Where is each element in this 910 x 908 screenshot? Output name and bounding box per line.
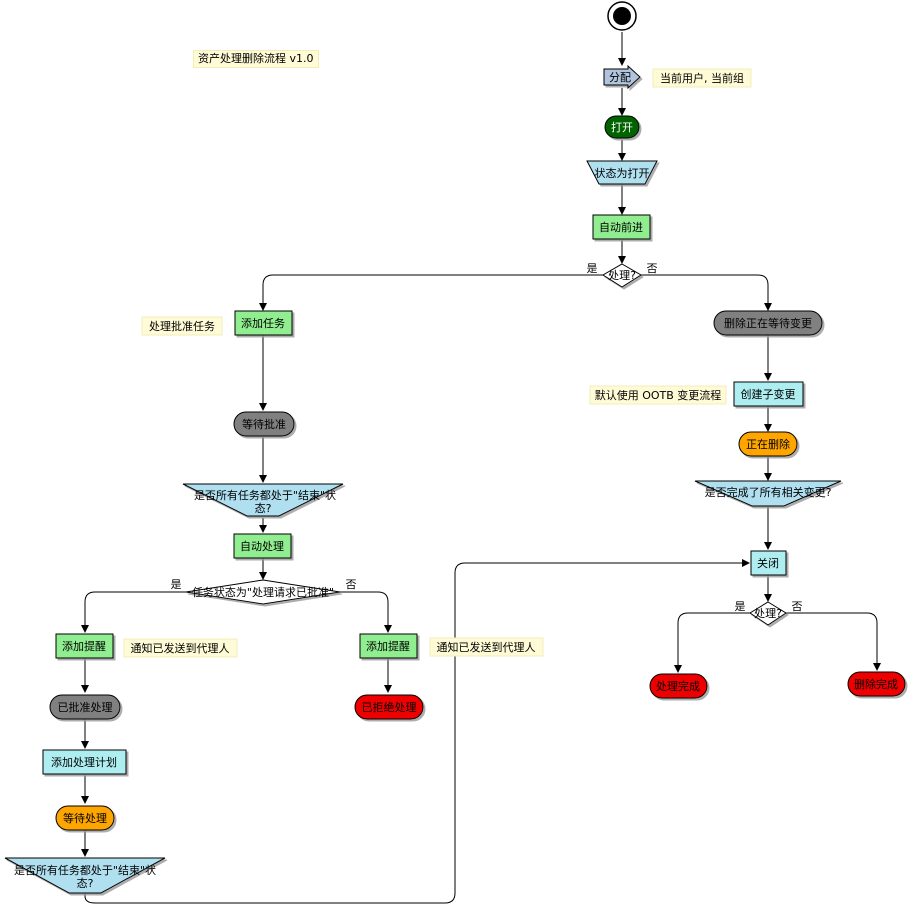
- svg-text:等待处理: 等待处理: [63, 811, 107, 825]
- close-step: 关闭: [750, 550, 787, 576]
- svg-text:任务状态为"处理请求已批准": 任务状态为"处理请求已批准": [192, 585, 334, 599]
- svg-text:默认使用 OOTB 变更流程: 默认使用 OOTB 变更流程: [595, 388, 722, 402]
- svg-text:当前用户, 当前组: 当前用户, 当前组: [660, 71, 744, 85]
- svg-text:是否完成了所有相关变更?: 是否完成了所有相关变更?: [705, 485, 832, 499]
- svg-text:创建子变更: 创建子变更: [741, 387, 796, 401]
- svg-text:关闭: 关闭: [757, 556, 779, 570]
- auto-advance-step: 自动前进: [592, 214, 651, 240]
- svg-text:通知已发送到代理人: 通知已发送到代理人: [437, 640, 536, 654]
- svg-text:删除完成: 删除完成: [854, 677, 898, 691]
- note-notify-right: 通知已发送到代理人: [429, 637, 544, 657]
- yes-label: 是: [735, 600, 746, 613]
- svg-text:处理?: 处理?: [608, 269, 636, 282]
- svg-text:正在删除: 正在删除: [746, 437, 790, 451]
- delete-done-state: 删除完成: [847, 671, 906, 697]
- deleting-state: 正在删除: [738, 431, 798, 457]
- assign-step: 分配: [603, 64, 641, 90]
- task-state-decision: 任务状态为"处理请求已批准" 是 否: [171, 578, 357, 605]
- all-changes-done-check: 是否完成了所有相关变更?: [694, 480, 842, 507]
- wait-approval-state: 等待批准: [233, 411, 295, 437]
- note-process-approval-task: 处理批准任务: [141, 316, 223, 336]
- svg-text:自动处理: 自动处理: [240, 540, 284, 553]
- svg-text:通知已发送到代理人: 通知已发送到代理人: [131, 641, 230, 655]
- svg-text:已批准处理: 已批准处理: [58, 700, 113, 714]
- diagram-title: 资产处理删除流程 v1.0: [193, 50, 319, 68]
- svg-text:添加处理计划: 添加处理计划: [51, 755, 117, 769]
- svg-text:添加提醒: 添加提醒: [366, 639, 410, 653]
- svg-text:打开: 打开: [611, 120, 633, 134]
- all-tasks-done-check-2: 是否所有任务都处于"结束"状 态?: [4, 857, 166, 894]
- auto-process-step: 自动处理: [233, 533, 292, 559]
- note-notify-left: 通知已发送到代理人: [123, 638, 238, 658]
- process-decision: 处理? 是 否: [587, 262, 658, 288]
- svg-text:处理批准任务: 处理批准任务: [149, 319, 215, 333]
- svg-text:等待批准: 等待批准: [242, 417, 286, 431]
- no-label: 否: [792, 600, 803, 613]
- svg-text:态?: 态?: [77, 877, 94, 890]
- approved-process-state: 已批准处理: [49, 694, 121, 720]
- svg-text:态?: 态?: [255, 502, 272, 515]
- yes-label: 是: [171, 578, 182, 591]
- assign-label: 分配: [609, 71, 631, 84]
- no-label: 否: [647, 262, 658, 275]
- svg-text:是否所有任务都处于"结束"状: 是否所有任务都处于"结束"状: [14, 863, 156, 877]
- svg-text:已拒绝处理: 已拒绝处理: [362, 700, 417, 714]
- rejected-process-state: 已拒绝处理: [354, 694, 424, 720]
- process-done-state: 处理完成: [649, 673, 708, 699]
- note-assignee: 当前用户, 当前组: [652, 68, 752, 88]
- svg-text:自动前进: 自动前进: [599, 220, 643, 234]
- set-open-step: 状态为打开: [586, 160, 658, 185]
- create-subchange-step: 创建子变更: [733, 381, 804, 407]
- svg-text:处理完成: 处理完成: [656, 679, 700, 693]
- svg-text:状态为打开: 状态为打开: [595, 166, 650, 180]
- add-task-step: 添加任务: [234, 310, 293, 336]
- start-node: [607, 1, 637, 31]
- yes-label: 是: [587, 262, 598, 275]
- svg-text:添加提醒: 添加提醒: [62, 639, 106, 653]
- final-process-decision: 处理? 是 否: [735, 600, 803, 626]
- svg-text:添加任务: 添加任务: [241, 316, 285, 330]
- open-state: 打开: [604, 115, 640, 139]
- all-tasks-done-check-1: 是否所有任务都处于"结束"状 态?: [182, 483, 344, 517]
- add-reminder-left-step: 添加提醒: [55, 633, 114, 659]
- no-label: 否: [346, 578, 357, 591]
- add-process-plan-step: 添加处理计划: [42, 749, 127, 775]
- delete-pending-state: 删除正在等待变更: [713, 310, 823, 336]
- svg-text:是否所有任务都处于"结束"状: 是否所有任务都处于"结束"状: [194, 488, 336, 502]
- add-reminder-right-step: 添加提醒: [359, 633, 418, 659]
- note-ootb-flow: 默认使用 OOTB 变更流程: [589, 385, 727, 405]
- svg-text:处理?: 处理?: [754, 607, 782, 620]
- wait-process-state: 等待处理: [55, 805, 115, 831]
- svg-text:删除正在等待变更: 删除正在等待变更: [724, 316, 812, 330]
- connectors: [81, 32, 881, 904]
